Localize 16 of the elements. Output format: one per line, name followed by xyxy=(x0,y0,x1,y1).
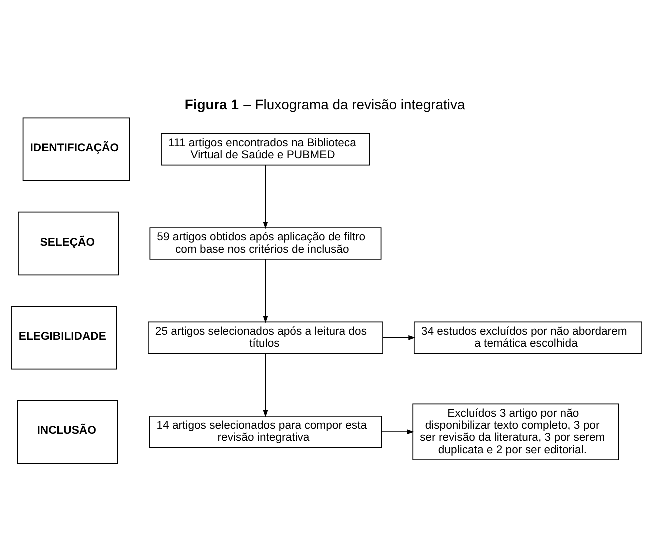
node-box: 59 artigos obtidos após aplicação de filtro com base nos critérios de inclusão xyxy=(150,228,382,260)
node-box: 14 artigos selecionados para compor esta revisão integrativa xyxy=(149,416,382,448)
arrow xyxy=(382,335,416,340)
node-box: 111 artigos encontrados na Biblioteca Virtual de Saúde e PUBMED xyxy=(161,133,370,166)
node-box: Excluídos 3 artigo por não disponibilizar texto completo, 3 por ser revisão da literatura, 3 por serem duplicata e 2 por ser editorial. xyxy=(412,404,620,460)
arrow xyxy=(263,259,268,324)
node-box: INCLUSÃO xyxy=(17,400,118,464)
node-box: ELEGIBILIDADE xyxy=(12,306,118,370)
arrow xyxy=(381,430,414,435)
arrow xyxy=(263,353,268,418)
arrow xyxy=(263,164,268,230)
node-box: SELEÇÃO xyxy=(18,212,120,276)
node-box: 25 artigos selecionados após a leitura dos títulos xyxy=(148,322,384,354)
node-box: 34 estudos excluídos por não abordarem a temática escolhida xyxy=(414,322,642,354)
diagram-title: Figura 1 – Fluxograma da revisão integrativa xyxy=(184,96,466,112)
node-box: IDENTIFICAÇÃO xyxy=(22,118,130,182)
